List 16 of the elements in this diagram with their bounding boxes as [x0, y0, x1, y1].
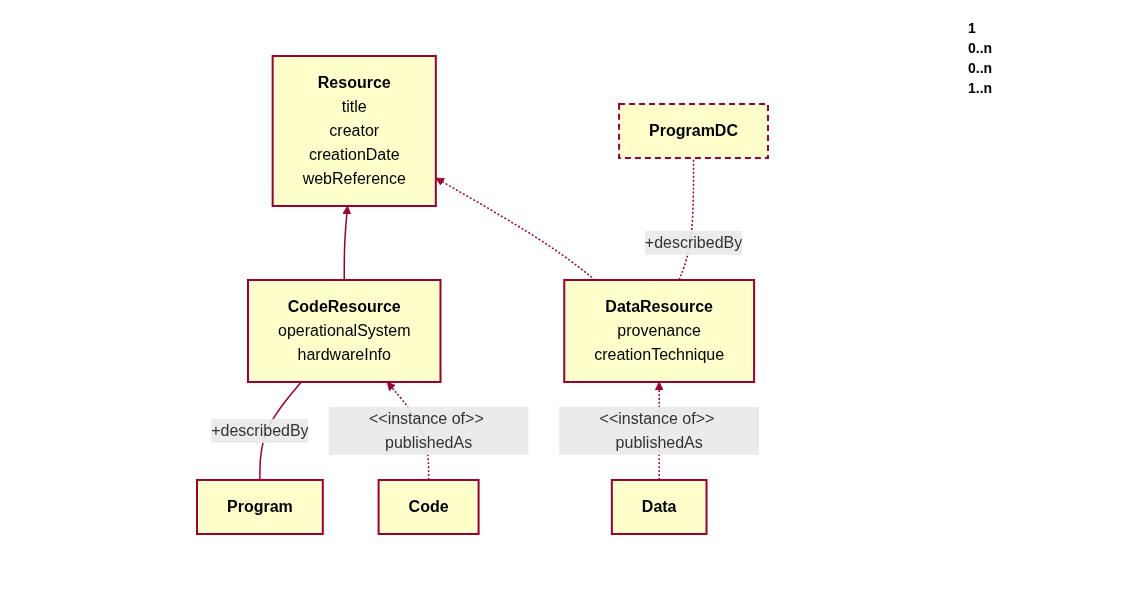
arrow	[341, 205, 351, 281]
node-box: Data	[610, 478, 707, 535]
node-box: DataResource provenance creationTechnique	[562, 278, 755, 383]
multiplicity-label: 1..n	[968, 80, 994, 96]
node-box: Program	[195, 478, 324, 535]
multiplicity-label: 1	[968, 20, 977, 36]
edge-label: <<instance of>> publishedAs	[368, 409, 484, 451]
node-box: ProgramDC	[617, 102, 769, 159]
edge-label: +describedBy	[644, 233, 742, 251]
multiplicity-label: 0..n	[968, 40, 994, 56]
node-box: CodeResource operationalSystem hardwareInfo	[246, 278, 441, 383]
edge-label: <<instance of>> publishedAs	[599, 409, 714, 451]
edge-label: +describedBy	[210, 421, 309, 439]
node-box: Resource title creator creationDate webReference	[271, 54, 437, 207]
multiplicity-label: 0..n	[968, 60, 994, 76]
node-box: Code	[377, 478, 480, 535]
